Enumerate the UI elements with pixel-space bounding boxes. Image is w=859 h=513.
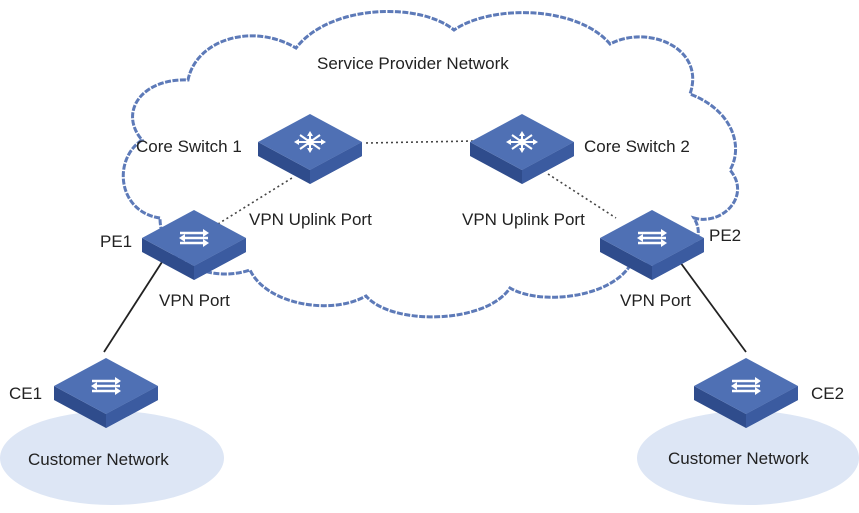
customer-network-right-area <box>637 411 859 505</box>
pe2-uplink-port-label: VPN Uplink Port <box>462 210 585 229</box>
pe1-uplink-port-label: VPN Uplink Port <box>249 210 372 229</box>
pe2-label: PE2 <box>709 226 742 245</box>
link-pe2-core2 <box>547 173 617 219</box>
pe1-label: PE1 <box>100 232 133 251</box>
pe1-switch-icon <box>142 210 246 280</box>
core-switch-1-label: Core Switch 1 <box>136 137 242 156</box>
core-switch-2-icon <box>470 114 574 184</box>
link-pe1-ce1 <box>103 261 163 353</box>
pe2-switch-icon <box>600 210 704 280</box>
customer-network-left-label: Customer Network <box>28 450 169 469</box>
pe1-vpn-port-label: VPN Port <box>159 291 230 310</box>
core-switch-2-label: Core Switch 2 <box>584 137 690 156</box>
link-core1-core2 <box>365 140 475 144</box>
provider-cloud <box>121 9 739 319</box>
core-switch-1-icon <box>258 114 362 184</box>
link-pe2-ce2 <box>679 261 747 353</box>
provider-network-title: Service Provider Network <box>317 54 509 73</box>
pe2-vpn-port-label: VPN Port <box>620 291 691 310</box>
ce1-switch-icon <box>54 358 158 428</box>
ce2-label: CE2 <box>811 384 845 403</box>
ce1-label: CE1 <box>9 384 43 403</box>
customer-network-left-area <box>0 411 224 505</box>
customer-network-right-label: Customer Network <box>668 449 809 468</box>
ce2-switch-icon <box>694 358 798 428</box>
